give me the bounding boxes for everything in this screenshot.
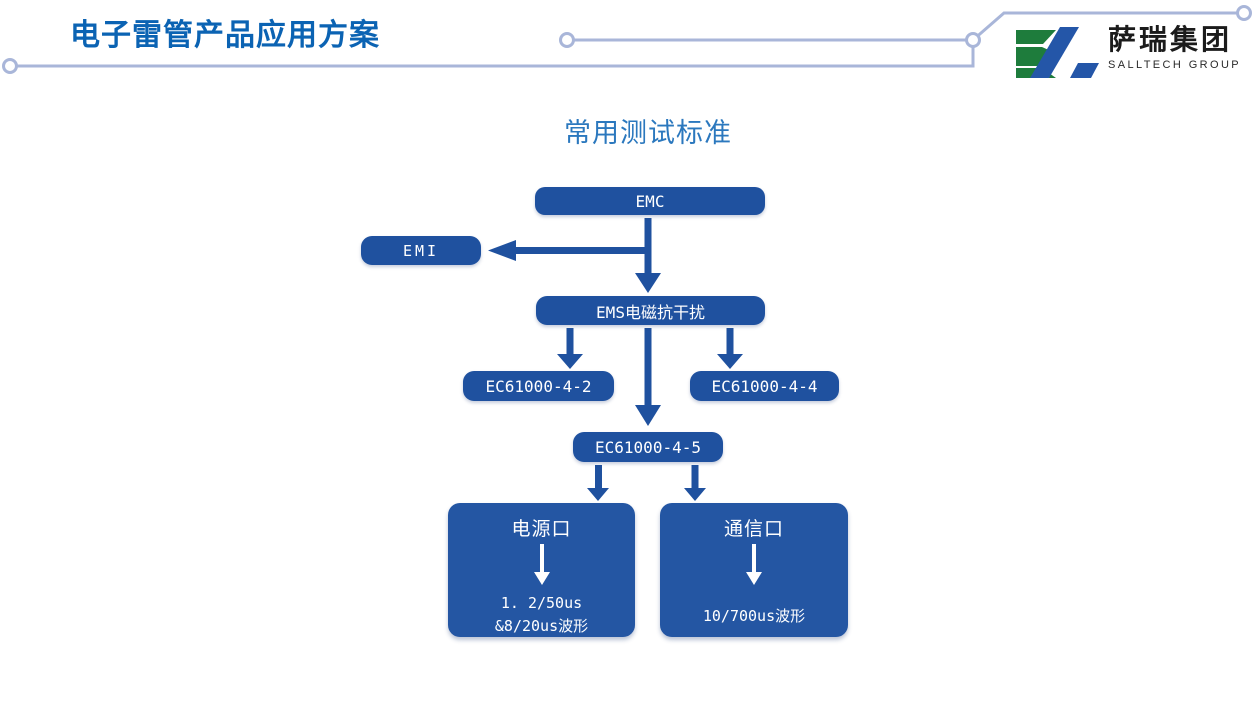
- trace-node-circle: [2, 58, 18, 74]
- diagram-title: 常用测试标准: [564, 118, 732, 148]
- node-ec61000-4-5: EC61000-4-5: [573, 432, 723, 462]
- node-emc: EMC: [535, 187, 765, 215]
- trace-node-circle: [1236, 5, 1252, 21]
- node-ems: EMS电磁抗干扰: [536, 296, 765, 325]
- down-arrow-icon: [746, 544, 762, 585]
- logo-name-cn: 萨瑞集团: [1108, 24, 1233, 55]
- arrow-ems-to-ec5: [635, 328, 661, 426]
- logo-text: 萨瑞集团 SALLTECH GROUP: [1108, 24, 1242, 71]
- node-emi: EMI: [361, 236, 481, 265]
- node-ec61000-4-4: EC61000-4-4: [690, 371, 839, 401]
- node-ec61000-4-2: EC61000-4-2: [463, 371, 614, 401]
- node-power-port: 电源口 1. 2/50us &8/20us波形: [448, 503, 635, 637]
- arrow-ec5-to-comm: [684, 465, 706, 501]
- salltech-logo-icon: [1016, 27, 1099, 78]
- power-waveform-line1: 1. 2/50us: [500, 594, 583, 612]
- power-waveform-text: 1. 2/50us &8/20us波形: [495, 592, 588, 637]
- arrow-to-emi: [488, 240, 648, 261]
- arrow-ec5-to-power: [587, 465, 609, 501]
- page-title: 电子雷管产品应用方案: [70, 19, 380, 52]
- trace-node-circle: [559, 32, 575, 48]
- company-logo: 萨瑞集团 SALLTECH GROUP: [1012, 24, 1242, 80]
- arrow-ems-to-ec4: [717, 328, 743, 369]
- comm-waveform-line1: 10/700us波形: [702, 607, 806, 625]
- trace-node-circle: [965, 32, 981, 48]
- arrow-ems-to-ec2: [557, 328, 583, 369]
- node-comm-port: 通信口 10/700us波形: [660, 503, 848, 637]
- arrow-emc-to-ems: [635, 218, 661, 293]
- power-waveform-line2: &8/20us波形: [494, 616, 589, 635]
- down-arrow-icon: [533, 544, 550, 585]
- power-port-label: 电源口: [511, 519, 572, 540]
- logo-name-en: SALLTECH GROUP: [1108, 58, 1242, 71]
- comm-port-label: 通信口: [723, 519, 784, 540]
